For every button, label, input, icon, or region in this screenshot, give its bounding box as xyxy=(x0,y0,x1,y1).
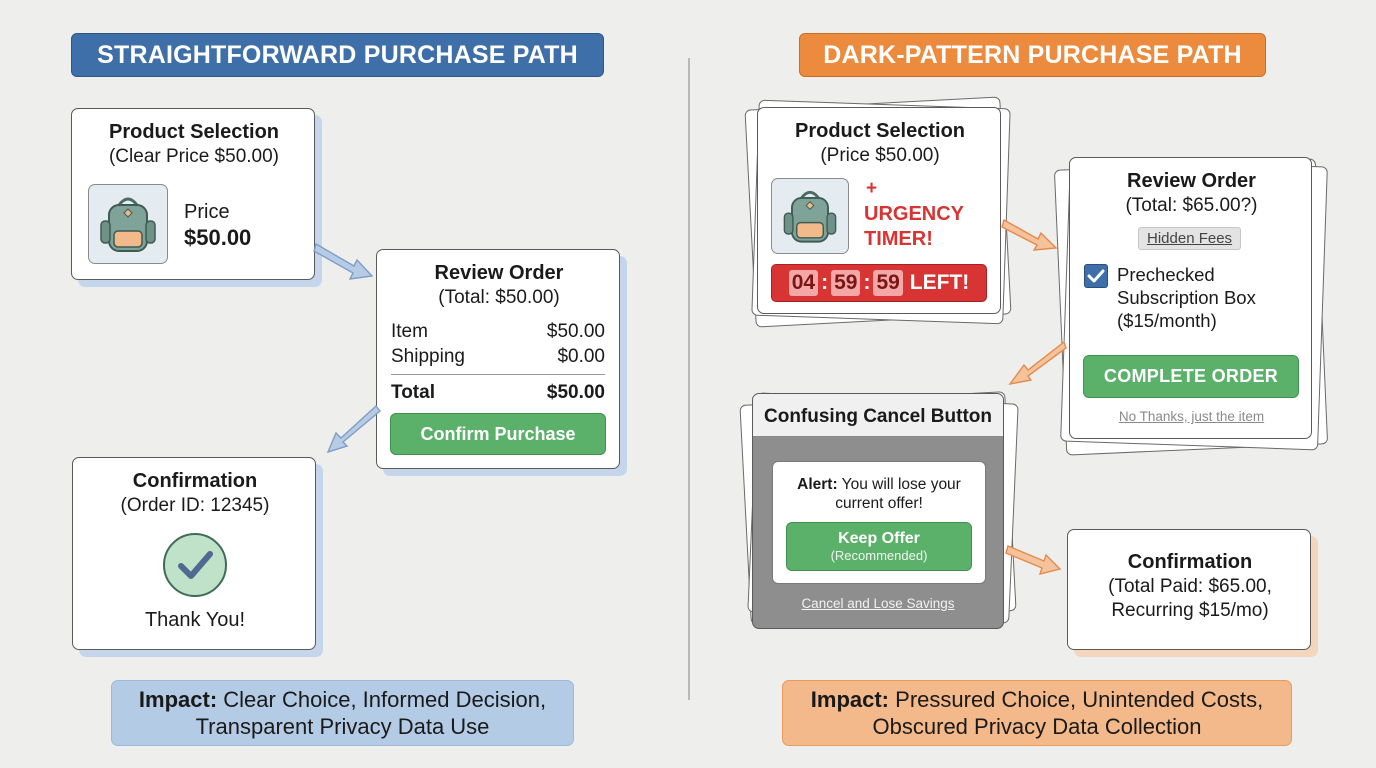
left-review-row-item: Item $50.00 xyxy=(391,321,605,343)
right-impact-line2: Obscured Privacy Data Collection xyxy=(872,714,1202,739)
no-thanks-link[interactable]: No Thanks, just the item xyxy=(1118,409,1265,424)
cancel-heading: Confusing Cancel Button xyxy=(764,406,992,427)
backpack-icon xyxy=(88,184,168,264)
left-review-subheading: (Total: $50.00) xyxy=(438,287,560,308)
flow-arrow-icon xyxy=(1001,218,1058,251)
flow-arrow-icon xyxy=(1005,545,1062,575)
impact-label: Impact: xyxy=(138,687,218,712)
timer-seconds: 59 xyxy=(873,270,903,296)
right-path-title: DARK-PATTERN PURCHASE PATH xyxy=(799,33,1266,77)
keep-offer-label: Keep Offer xyxy=(838,530,920,547)
flow-arrow-icon xyxy=(1008,340,1067,386)
checkbox-line3: ($15/month) xyxy=(1117,310,1217,331)
alert-text: You will lose your xyxy=(841,476,961,493)
alert-line2: current offer! xyxy=(835,495,923,512)
right-confirmation-heading: Confirmation xyxy=(1127,551,1253,573)
left-review-row-shipping: Shipping $0.00 xyxy=(391,346,605,368)
left-confirmation-card: Confirmation (Order ID: 12345) Thank You… xyxy=(72,457,316,650)
left-product-heading: Product Selection xyxy=(108,121,280,143)
row-value: $0.00 xyxy=(557,346,605,367)
impact-text: Pressured Choice, Unintended Costs, xyxy=(895,687,1264,712)
left-product-subheading: (Clear Price $50.00) xyxy=(108,146,280,167)
impact-text: Clear Choice, Informed Decision, xyxy=(223,687,547,712)
left-product-card: Product Selection (Clear Price $50.00) P… xyxy=(71,108,315,280)
right-product-subheading: (Price $50.00) xyxy=(820,145,940,166)
check-circle-icon xyxy=(162,532,228,598)
right-impact-box: Impact: Pressured Choice, Unintended Cos… xyxy=(782,680,1292,746)
left-path-title: STRAIGHTFORWARD PURCHASE PATH xyxy=(71,33,604,77)
hidden-fees-badge: Hidden Fees xyxy=(1138,227,1242,250)
left-impact-line2: Transparent Privacy Data Use xyxy=(195,714,490,739)
left-price-value: $50.00 xyxy=(184,225,252,250)
cancel-heading-bar: Confusing Cancel Button xyxy=(753,394,1003,437)
urgency-timer: 04: 59: 59 LEFT! xyxy=(771,264,987,302)
row-value: $50.00 xyxy=(546,321,605,342)
timer-colon: : xyxy=(863,271,871,294)
checkbox-line1: Prechecked xyxy=(1117,264,1215,285)
row-label: Shipping xyxy=(391,346,465,367)
left-impact-box: Impact: Clear Choice, Informed Decision,… xyxy=(111,680,574,746)
alert-line1: Alert: You will lose your xyxy=(773,476,985,494)
timer-suffix: LEFT! xyxy=(909,271,970,294)
complete-order-button[interactable]: COMPLETE ORDER xyxy=(1083,355,1299,398)
row-label: Item xyxy=(391,321,428,342)
checkbox-checked-icon[interactable] xyxy=(1084,264,1108,288)
alert-label: Alert: xyxy=(797,476,838,493)
right-cancel-card: Confusing Cancel Button Alert: You will … xyxy=(752,393,1004,629)
left-review-card: Review Order (Total: $50.00) Item $50.00… xyxy=(376,249,620,469)
urgency-line1: URGENCY xyxy=(864,203,965,225)
urgency-line2: TIMER! xyxy=(864,228,933,250)
left-price-label: Price xyxy=(184,201,230,223)
right-confirmation-card: Confirmation (Total Paid: $65.00, Recurr… xyxy=(1067,529,1311,650)
left-confirmation-heading: Confirmation xyxy=(132,470,258,492)
right-review-card: Review Order (Total: $65.00?) Hidden Fee… xyxy=(1069,157,1312,439)
left-review-row-total: Total $50.00 xyxy=(391,382,605,404)
cancel-lose-savings-link[interactable]: Cancel and Lose Savings xyxy=(801,596,955,611)
total-value: $50.00 xyxy=(546,382,605,403)
right-product-heading: Product Selection xyxy=(794,120,966,142)
backpack-icon xyxy=(771,178,849,254)
urgency-plus: + xyxy=(866,178,878,199)
right-review-heading: Review Order xyxy=(1127,170,1256,192)
left-confirmation-subheading: (Order ID: 12345) xyxy=(120,495,270,516)
checkbox-line2: Subscription Box xyxy=(1117,287,1256,308)
timer-hours: 04 xyxy=(788,270,819,296)
center-divider xyxy=(688,58,690,700)
total-label: Total xyxy=(391,382,435,403)
left-thank-you: Thank You! xyxy=(144,609,246,631)
left-review-separator xyxy=(391,374,605,375)
timer-colon: : xyxy=(821,271,829,294)
impact-label: Impact: xyxy=(810,687,890,712)
right-review-subheading: (Total: $65.00?) xyxy=(1125,195,1258,216)
keep-offer-sub: (Recommended) xyxy=(830,548,928,563)
right-impact-line1: Impact: Pressured Choice, Unintended Cos… xyxy=(783,686,1291,713)
right-confirmation-line1: (Total Paid: $65.00, xyxy=(1108,576,1272,597)
confirm-purchase-button[interactable]: Confirm Purchase xyxy=(390,413,606,455)
left-review-heading: Review Order xyxy=(434,262,564,284)
right-confirmation-line2: Recurring $15/mo) xyxy=(1111,600,1269,621)
timer-minutes: 59 xyxy=(831,270,861,296)
alert-dialog: Alert: You will lose your current offer!… xyxy=(772,461,986,584)
flow-arrow-icon xyxy=(313,242,374,280)
keep-offer-button[interactable]: Keep Offer (Recommended) xyxy=(786,522,972,571)
flow-arrow-icon xyxy=(326,404,381,454)
right-product-card: Product Selection (Price $50.00) + URGEN… xyxy=(757,107,1001,314)
left-impact-line1: Impact: Clear Choice, Informed Decision, xyxy=(112,686,573,713)
